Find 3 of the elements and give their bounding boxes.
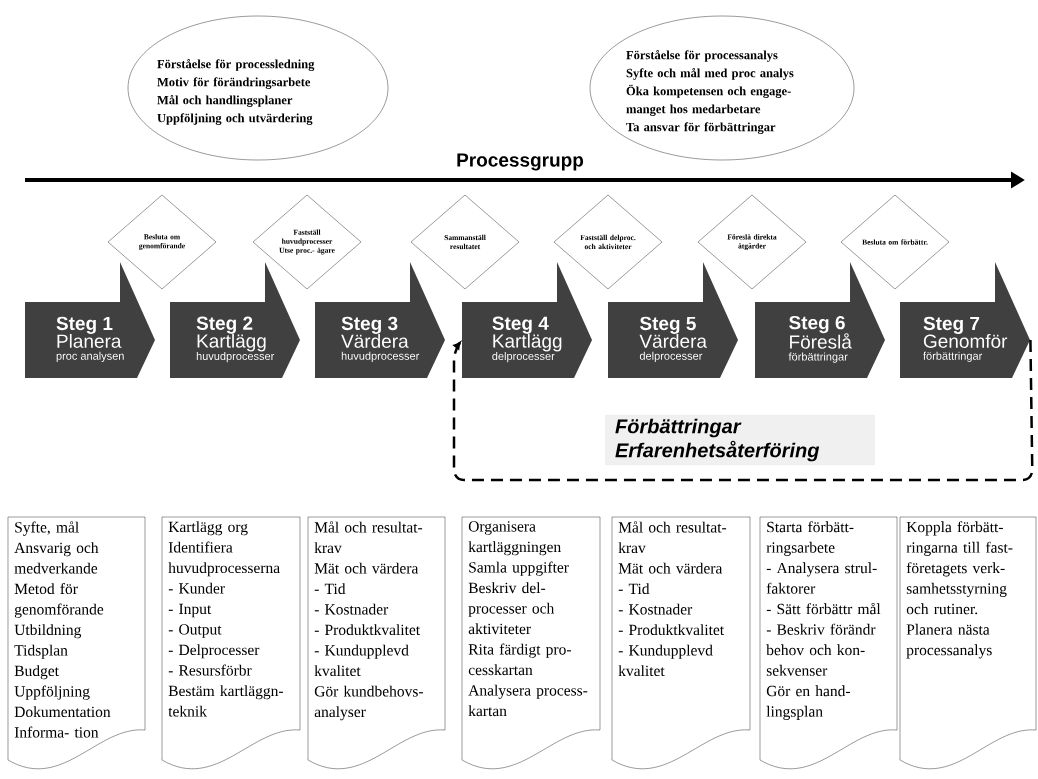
edge-label: Förbättringar Erfarenhetsåterföring xyxy=(605,414,875,466)
feedback-arrow xyxy=(452,340,1034,482)
heading: Processgrupp xyxy=(457,153,584,171)
